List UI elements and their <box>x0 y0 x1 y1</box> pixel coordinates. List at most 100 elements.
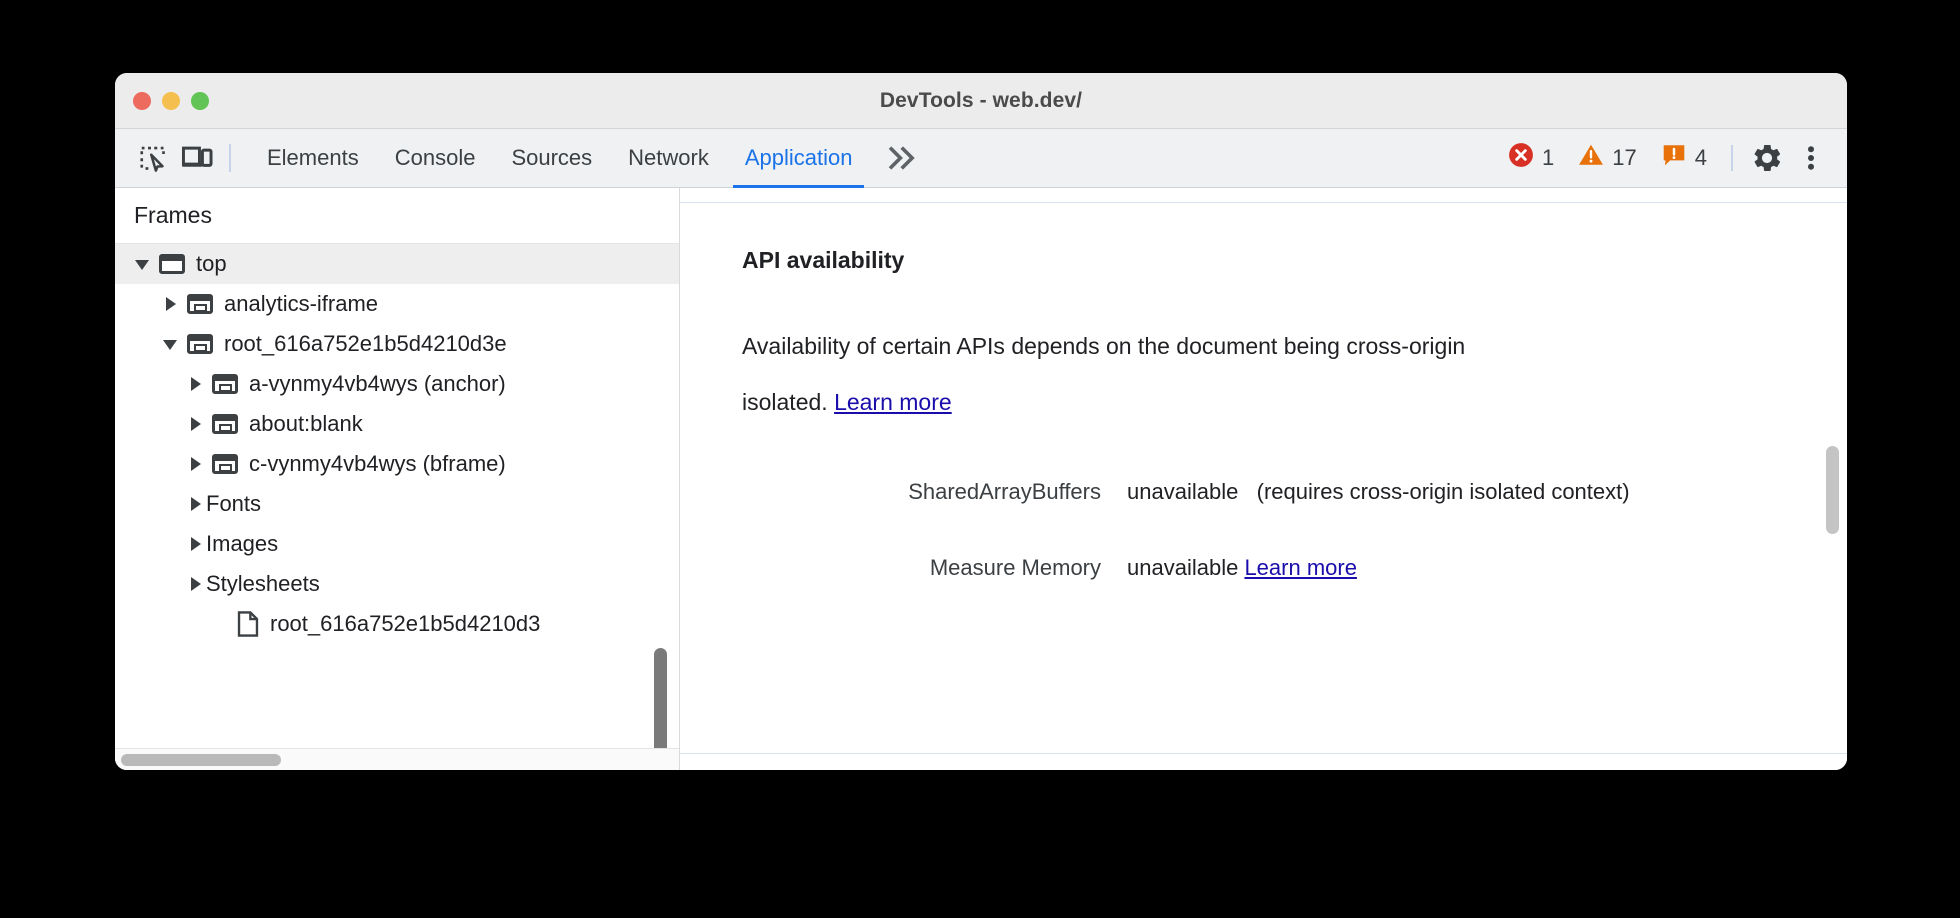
chevron-double-right-icon[interactable] <box>870 145 930 171</box>
frame-child-icon <box>187 334 213 354</box>
sidebar-vertical-scrollbar[interactable] <box>654 648 667 763</box>
toolbar-right-group: 1 17 <box>1496 138 1833 178</box>
api-row-value: unavailable Learn more <box>1127 540 1357 596</box>
tree-item-analytics-iframe[interactable]: analytics-iframe <box>115 284 679 324</box>
api-status: unavailable <box>1127 555 1239 580</box>
api-availability-description: Availability of certain APIs depends on … <box>742 318 1542 430</box>
issue-speech-bubble-icon <box>1661 142 1687 174</box>
window-titlebar: DevTools - web.dev/ <box>115 73 1847 129</box>
tree-item-label: top <box>196 251 227 276</box>
api-row-value: unavailable (requires cross-origin isola… <box>1127 464 1630 520</box>
api-availability-table: SharedArrayBuffers unavailable (requires… <box>742 464 1787 596</box>
tree-item-anchor-frame[interactable]: a-vynmy4vb4wys (anchor) <box>115 364 679 404</box>
panel-vertical-scrollbar[interactable] <box>1826 446 1839 534</box>
chevron-right-icon[interactable] <box>162 295 180 313</box>
gear-icon[interactable] <box>1745 138 1789 178</box>
sidebar-horizontal-scrollbar[interactable] <box>121 754 281 766</box>
tree-item-label: Stylesheets <box>206 571 320 596</box>
panel-top-divider <box>680 202 1847 203</box>
issue-count: 4 <box>1694 145 1707 170</box>
tab-elements[interactable]: Elements <box>249 129 377 188</box>
chevron-right-icon[interactable] <box>187 455 205 473</box>
tab-console-label: Console <box>394 145 476 170</box>
api-note: (requires cross-origin isolated context) <box>1256 479 1630 504</box>
tab-sources-label: Sources <box>511 145 593 170</box>
error-count: 1 <box>1542 145 1555 170</box>
warning-triangle-icon <box>1578 142 1604 174</box>
panel-bottom-divider <box>680 753 1847 754</box>
tree-item-top[interactable]: top <box>115 244 679 284</box>
tree-item-stylesheet-resource[interactable]: root_616a752e1b5d4210d3 <box>115 604 679 644</box>
api-row-label: Measure Memory <box>929 555 1101 580</box>
tab-network-label: Network <box>628 145 709 170</box>
tab-elements-label: Elements <box>267 145 359 170</box>
tree-item-root-frame[interactable]: root_616a752e1b5d4210d3e <box>115 324 679 364</box>
tree-item-images[interactable]: Images <box>115 524 679 564</box>
tab-application-label: Application <box>744 145 853 170</box>
devtools-toolbar: Elements Console Sources Network Applica… <box>115 129 1847 188</box>
tree-item-fonts[interactable]: Fonts <box>115 484 679 524</box>
tree-item-label: root_616a752e1b5d4210d3e <box>224 331 507 356</box>
table-row: Measure Memory unavailable Learn more <box>742 540 1787 596</box>
description-text: Availability of certain APIs depends on … <box>742 333 1466 415</box>
tree-item-label: about:blank <box>249 411 363 436</box>
page-title: API availability <box>742 247 905 273</box>
toolbar-divider-right <box>1731 145 1733 171</box>
table-row: SharedArrayBuffers unavailable (requires… <box>742 464 1787 520</box>
chevron-down-icon[interactable] <box>162 335 180 353</box>
tree-item-label: a-vynmy4vb4wys (anchor) <box>249 371 506 396</box>
chevron-down-icon[interactable] <box>134 255 152 273</box>
chevron-right-icon[interactable] <box>187 375 205 393</box>
frame-child-icon <box>212 454 238 474</box>
tab-console[interactable]: Console <box>377 129 494 188</box>
device-toolbar-icon[interactable] <box>175 138 219 178</box>
learn-more-link[interactable]: Learn more <box>834 389 952 415</box>
tree-item-label: Fonts <box>206 491 262 516</box>
issue-badge[interactable]: 4 <box>1649 142 1719 174</box>
api-status: unavailable <box>1127 479 1239 504</box>
frame-child-icon <box>212 374 238 394</box>
frame-icon <box>159 254 185 274</box>
traffic-lights <box>133 91 209 110</box>
devtools-body: Frames top analytics-iframe <box>115 188 1847 770</box>
tree-item-stylesheets[interactable]: Stylesheets <box>115 564 679 604</box>
kebab-menu-icon[interactable] <box>1789 138 1833 178</box>
inspect-element-icon[interactable] <box>131 138 175 178</box>
tree-item-label: Images <box>206 531 279 556</box>
tab-application[interactable]: Application <box>727 129 871 188</box>
devtools-window: DevTools - web.dev/ <box>115 73 1847 770</box>
close-window-button[interactable] <box>133 91 151 110</box>
tree-item-label: c-vynmy4vb4wys (bframe) <box>249 451 506 476</box>
chevron-right-icon[interactable] <box>187 495 205 513</box>
measure-memory-learn-more-link[interactable]: Learn more <box>1244 555 1357 580</box>
tree-item-bframe[interactable]: c-vynmy4vb4wys (bframe) <box>115 444 679 484</box>
minimize-window-button[interactable] <box>162 91 180 110</box>
frame-details-panel: API availability Availability of certain… <box>680 188 1847 770</box>
chevron-right-icon[interactable] <box>187 535 205 553</box>
frame-child-icon <box>187 294 213 314</box>
tab-network[interactable]: Network <box>610 129 727 188</box>
warning-badge[interactable]: 17 <box>1566 142 1648 174</box>
sidebar-horizontal-scrollbar-track <box>115 748 679 770</box>
tab-sources[interactable]: Sources <box>493 129 610 188</box>
tree-item-about-blank[interactable]: about:blank <box>115 404 679 444</box>
spacer <box>212 615 230 633</box>
api-row-label: SharedArrayBuffers <box>908 479 1101 504</box>
frame-child-icon <box>212 414 238 434</box>
tree-item-label: root_616a752e1b5d4210d3 <box>270 611 541 636</box>
document-icon <box>237 611 259 637</box>
panel-tabs: Elements Console Sources Network Applica… <box>249 129 870 188</box>
chevron-right-icon[interactable] <box>187 415 205 433</box>
window-title: DevTools - web.dev/ <box>879 88 1083 112</box>
warning-count: 17 <box>1612 145 1637 170</box>
frames-tree: top analytics-iframe root_616a752e1b5d42… <box>115 244 679 644</box>
sidebar-header: Frames <box>115 188 679 244</box>
api-availability-section: API availability Availability of certain… <box>680 203 1847 753</box>
error-circle-icon <box>1508 142 1534 174</box>
error-badge[interactable]: 1 <box>1496 142 1566 174</box>
frames-sidebar: Frames top analytics-iframe <box>115 188 680 770</box>
maximize-window-button[interactable] <box>191 91 209 110</box>
tree-item-label: analytics-iframe <box>224 291 379 316</box>
chevron-right-icon[interactable] <box>187 575 205 593</box>
